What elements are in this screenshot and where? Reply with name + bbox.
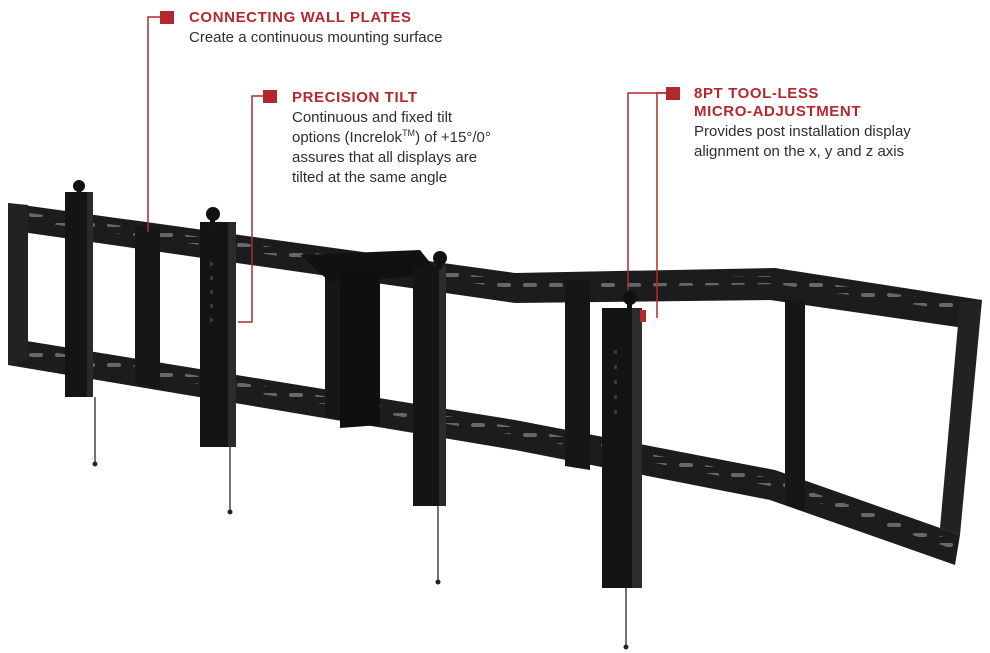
callout-description: Provides post installation display align… — [694, 122, 984, 162]
callout-precision-tilt: PRECISION TILT Continuous and fixed tilt… — [292, 89, 592, 188]
callout-heading: PRECISION TILT — [292, 89, 418, 106]
callout-2-marker — [263, 90, 277, 103]
description-line: Create a continuous mounting surface — [189, 29, 443, 46]
description-text: options (Increlok — [292, 129, 403, 146]
callout-description: Create a continuous mounting surface — [189, 28, 549, 48]
display-bracket-2 — [200, 207, 236, 515]
display-bracket-3 — [413, 251, 447, 585]
callout-heading: CONNECTING WALL PLATES — [189, 9, 412, 26]
description-line: Provides post installation display — [694, 123, 911, 140]
description-line: alignment on the x, y and z axis — [694, 143, 905, 160]
trademark-superscript: TM — [402, 128, 416, 138]
description-line: options (IncrelokTM) of +15°/0° — [292, 128, 592, 148]
callout-connecting-wall-plates: CONNECTING WALL PLATES Create a continuo… — [189, 9, 549, 48]
description-text: ) of +15°/0° — [415, 129, 491, 146]
description-line: tilted at the same angle — [292, 169, 448, 186]
heading-line: 8PT TOOL-LESS — [694, 85, 820, 102]
callout-1-marker — [160, 11, 174, 24]
description-line: assures that all displays are — [292, 149, 478, 166]
callout-micro-adjustment: 8PT TOOL-LESS MICRO-ADJUSTMENT Provides … — [694, 85, 984, 162]
display-bracket-4 — [602, 291, 646, 650]
callout-3-marker — [666, 87, 680, 100]
description-line: Continuous and fixed tilt — [292, 109, 453, 126]
callout-description: Continuous and fixed tilt options (Incre… — [292, 108, 592, 188]
wall-plate-frame — [8, 203, 982, 565]
callout-heading: 8PT TOOL-LESS MICRO-ADJUSTMENT — [694, 85, 984, 121]
display-bracket-1 — [65, 180, 98, 467]
heading-line: MICRO-ADJUSTMENT — [694, 103, 862, 120]
